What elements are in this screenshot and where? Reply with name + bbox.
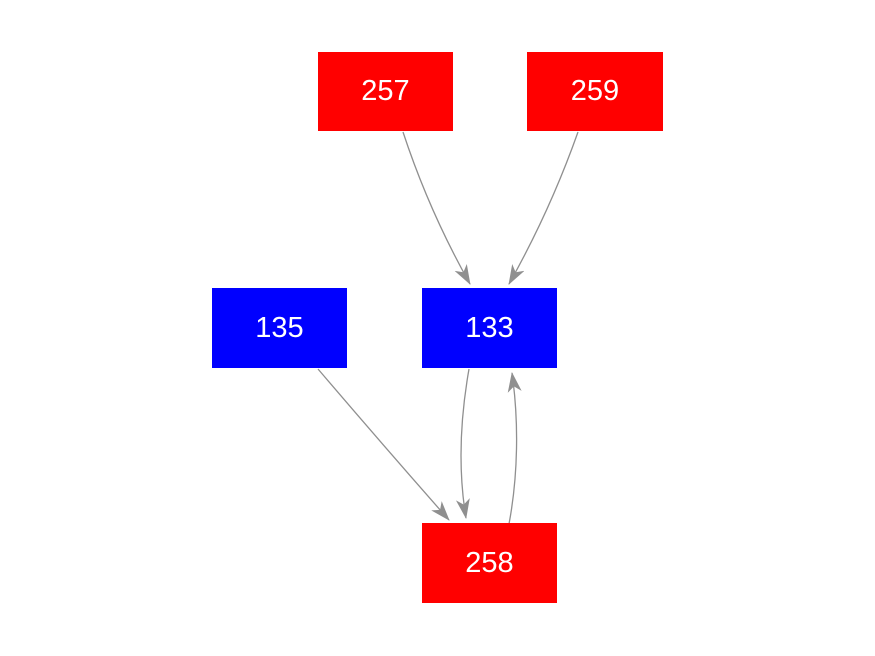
edge-133-258 — [455, 368, 470, 519]
node-label: 133 — [465, 311, 514, 344]
graph-node-257[interactable]: 257 — [318, 52, 453, 131]
graph-node-135[interactable]: 135 — [212, 288, 347, 368]
graph-node-133[interactable]: 133 — [422, 288, 557, 368]
node-label: 135 — [255, 311, 304, 344]
edge-258-133 — [507, 372, 522, 525]
node-label: 258 — [465, 546, 514, 579]
edge-135-258 — [317, 368, 450, 521]
edge-257-133 — [402, 131, 471, 285]
graph-node-259[interactable]: 259 — [527, 52, 663, 131]
edge-259-133 — [508, 131, 579, 285]
graph-node-258[interactable]: 258 — [422, 523, 557, 603]
node-label: 257 — [361, 75, 410, 107]
node-label: 259 — [570, 75, 620, 107]
